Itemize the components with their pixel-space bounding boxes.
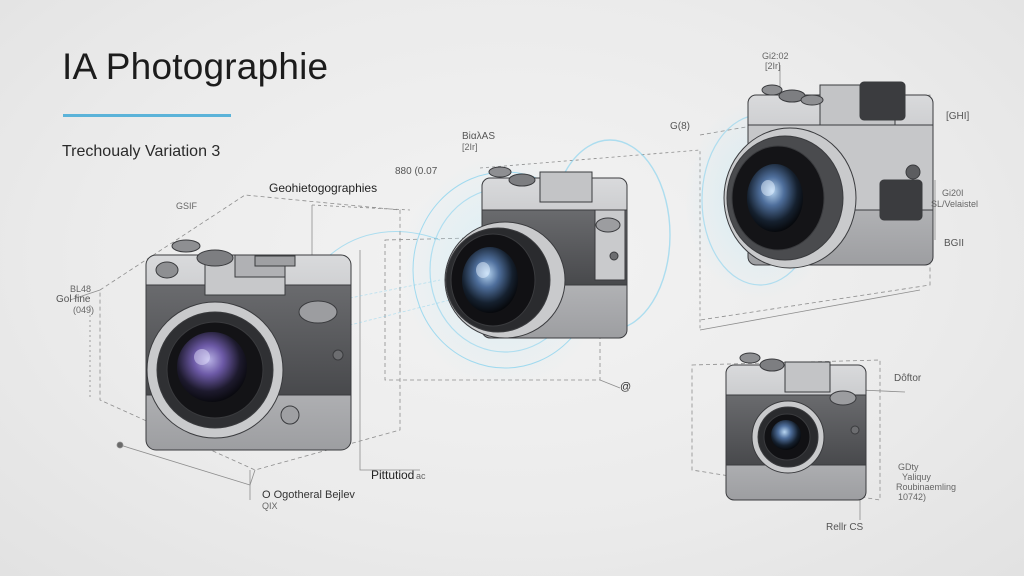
annotation-rb-4: 10742) — [898, 492, 927, 502]
annotation-bottom-label: Pittutiod — [371, 468, 415, 482]
annotation-rb-label: Dôftor — [894, 373, 922, 384]
annotation-left-3: (049) — [73, 305, 95, 315]
annotation-bottom-left-1: O Ogotheral Bejlev — [262, 489, 355, 501]
page-subtitle: Trechoualy Variation 3 — [62, 143, 221, 160]
annotation-bottom-small: ac — [416, 471, 426, 481]
annotation-left-2: Gol fine — [56, 294, 91, 305]
camera-small-bottom-right — [725, 352, 867, 501]
annotation-top-value: 880 (0.07 — [395, 166, 438, 177]
title-accent-bar — [63, 114, 231, 117]
annotation-right-gh: [GHI] — [946, 111, 970, 122]
annotation-center-at: @ — [620, 381, 632, 393]
annotation-top-right-2: [2Ir] — [765, 61, 781, 71]
camera-top-right — [723, 81, 934, 269]
annotation-right-bg: BGII — [944, 238, 965, 249]
annotation-rb-2: Yaliquy — [902, 472, 931, 482]
page-title: IA Photographie — [62, 46, 329, 87]
annotation-left-1: BL48 — [70, 284, 92, 294]
annotation-right-small-2: SL/Velaistel — [931, 199, 979, 209]
annotation-right-small-1: Gi20I — [942, 188, 964, 198]
annotation-top-mid-1: BiαλAS — [462, 131, 496, 142]
annotation-bottom-left-2: QIX — [262, 501, 278, 511]
annotation-top-mid-2: [2Ir] — [462, 142, 478, 152]
annotation-top-right-1: Gi2:02 — [762, 51, 789, 61]
annotation-rb-bottom: Rellr CS — [826, 522, 864, 533]
annotation-rb-1: GDty — [898, 462, 919, 472]
annotation-left-g: GSIF — [176, 201, 198, 211]
annotation-geo-label: Geohietogographies — [269, 181, 378, 195]
camera-center — [444, 166, 628, 339]
annotation-mid-right-value: G(8) — [670, 121, 690, 132]
annotation-rb-3: Roubinaemling — [896, 482, 957, 492]
camera-large-left — [145, 239, 352, 451]
